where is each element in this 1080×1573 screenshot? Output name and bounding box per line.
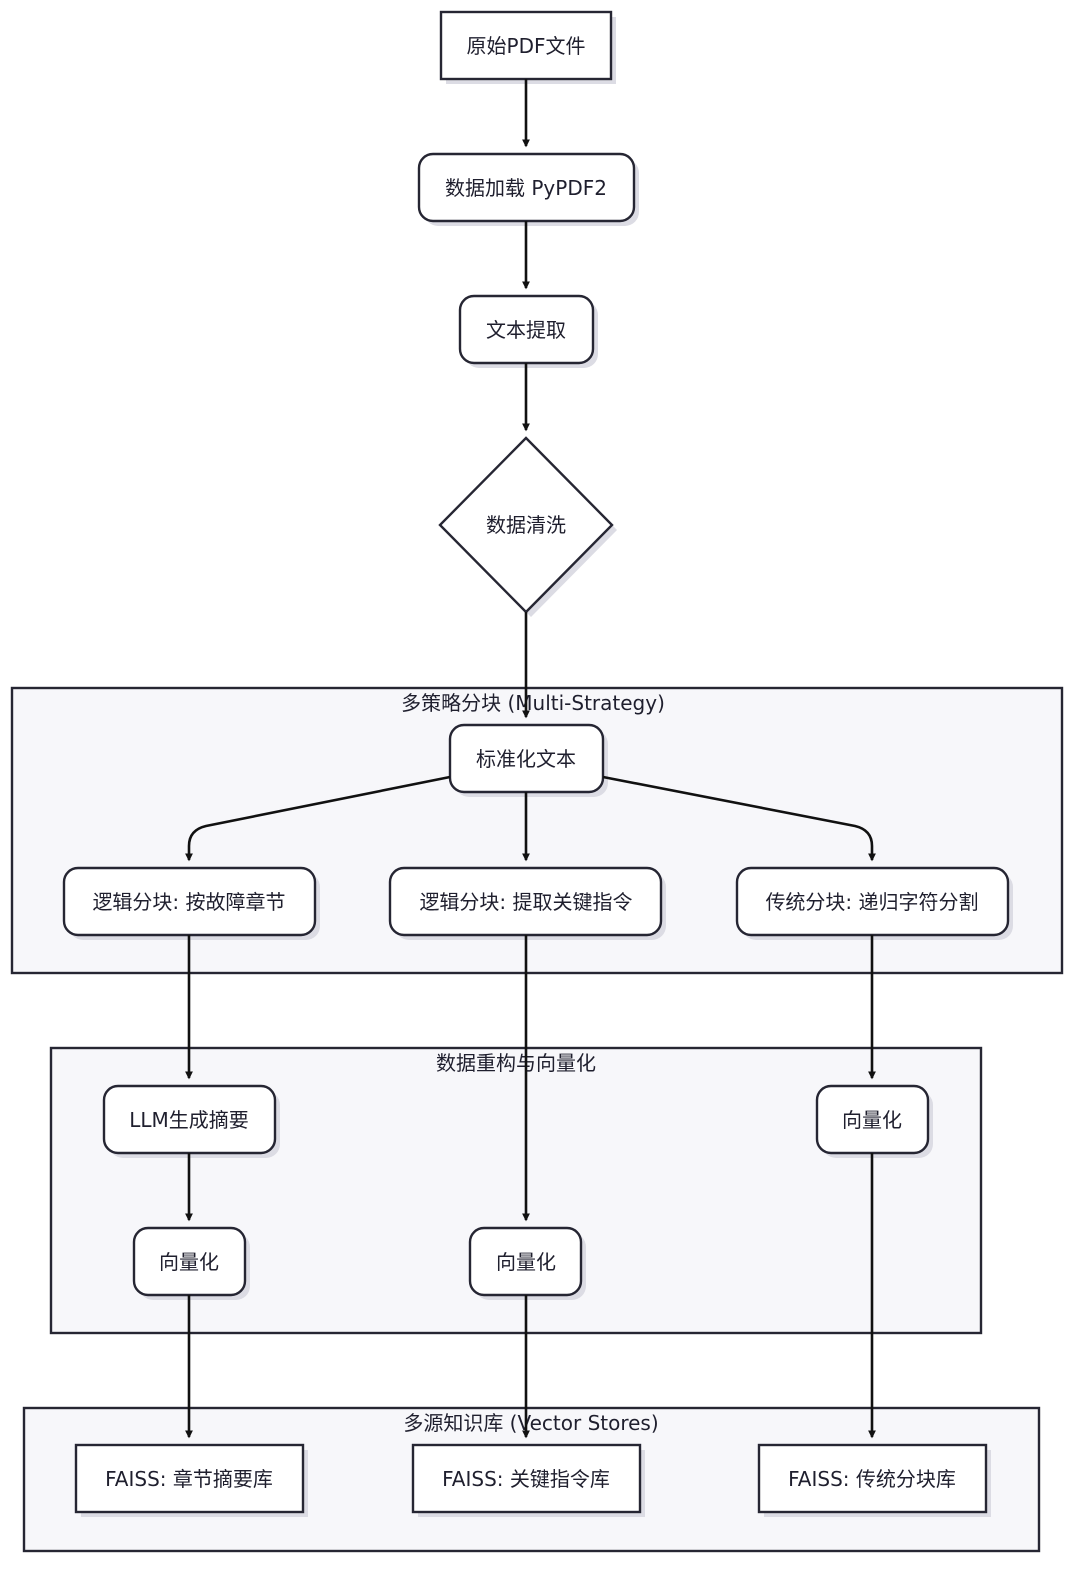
node-raw-pdf: 原始PDF文件: [439, 10, 616, 84]
cluster-vector-stores-label: 多源知识库 (Vector Stores): [403, 1411, 658, 1435]
node-vectorize-middle: 向量化: [468, 1226, 586, 1300]
node-store-key-instruction: FAISS: 关键指令库: [411, 1443, 645, 1517]
node-llm-summary: LLM生成摘要: [102, 1084, 280, 1158]
node-chunk-traditional-label: 传统分块: 递归字符分割: [765, 890, 978, 914]
node-vectorize-left: 向量化: [132, 1226, 250, 1300]
edge-normalized-to-trad: [602, 775, 876, 862]
node-chunk-fault-chapter-label: 逻辑分块: 按故障章节: [92, 890, 285, 914]
node-chunk-traditional: 传统分块: 递归字符分割: [735, 866, 1013, 940]
node-chunk-key-instruction: 逻辑分块: 提取关键指令: [388, 866, 666, 940]
node-data-clean: 数据清洗: [438, 436, 617, 617]
node-normalized-text: 标准化文本: [448, 723, 608, 797]
edge-normalized-to-fault: [185, 775, 451, 862]
node-data-clean-label: 数据清洗: [486, 513, 566, 537]
node-data-load: 数据加载 PyPDF2: [417, 152, 639, 226]
node-vectorize-middle-label: 向量化: [496, 1250, 556, 1274]
node-chunk-fault-chapter: 逻辑分块: 按故障章节: [62, 866, 320, 940]
node-vectorize-right-label: 向量化: [842, 1108, 902, 1132]
cluster-multi-strategy-label: 多策略分块 (Multi-Strategy): [401, 691, 665, 715]
node-store-key-instruction-label: FAISS: 关键指令库: [442, 1467, 610, 1491]
node-vectorize-left-label: 向量化: [159, 1250, 219, 1274]
node-vectorize-right: 向量化: [815, 1084, 933, 1158]
node-chunk-key-instruction-label: 逻辑分块: 提取关键指令: [419, 890, 632, 914]
node-text-extract-label: 文本提取: [486, 318, 566, 342]
node-store-chapter-summary-label: FAISS: 章节摘要库: [105, 1467, 273, 1491]
node-data-load-label: 数据加载 PyPDF2: [445, 176, 607, 200]
node-llm-summary-label: LLM生成摘要: [129, 1108, 249, 1132]
node-store-traditional-label: FAISS: 传统分块库: [788, 1467, 956, 1491]
cluster-restructure-label: 数据重构与向量化: [436, 1051, 596, 1075]
node-text-extract: 文本提取: [458, 294, 598, 368]
node-store-traditional: FAISS: 传统分块库: [757, 1443, 991, 1517]
node-store-chapter-summary: FAISS: 章节摘要库: [74, 1443, 308, 1517]
node-normalized-text-label: 标准化文本: [476, 747, 576, 771]
node-raw-pdf-label: 原始PDF文件: [467, 34, 586, 58]
